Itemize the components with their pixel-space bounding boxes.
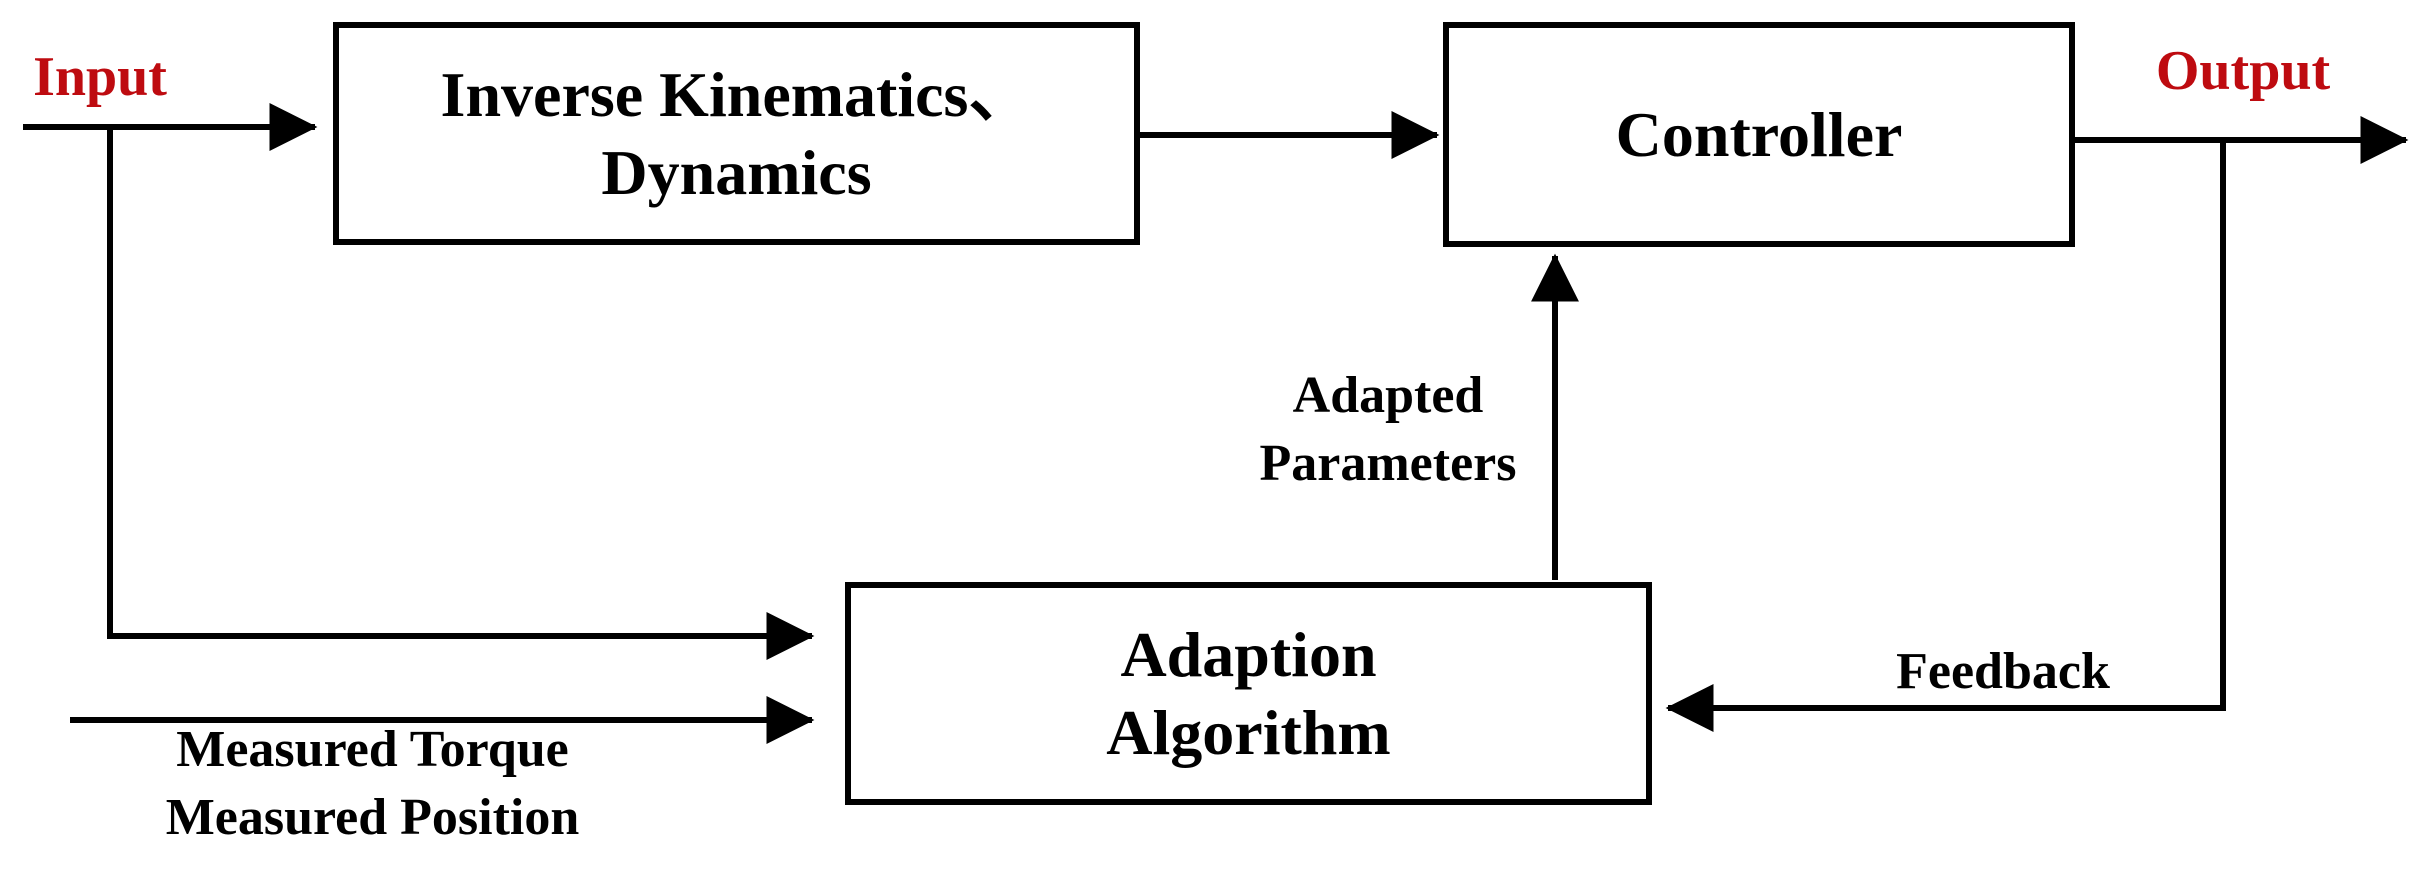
block-inverse-kinematics-line2: Dynamics <box>601 136 872 208</box>
output-label: Output <box>2155 40 2331 102</box>
measured-position-label: Measured Position <box>165 789 580 846</box>
adapted-parameters-label: Adapted Parameters <box>1230 362 1546 498</box>
block-adaption-line2: Algorithm <box>1106 696 1391 768</box>
block-adaption-algorithm: Adaption Algorithm <box>845 582 1652 805</box>
input-label: Input <box>33 46 167 108</box>
block-inverse-kinematics-dynamics: Inverse Kinematics、 Dynamics <box>333 22 1140 245</box>
measured-torque-label: Measured Torque <box>176 721 569 778</box>
feedback-label: Feedback <box>1896 643 2110 700</box>
adapted-parameters-line1: Adapted <box>1292 367 1484 424</box>
block-inverse-kinematics-line1: Inverse Kinematics、 <box>440 58 1033 130</box>
connector-feedback-to-adaption <box>1665 140 2226 732</box>
connector-input-branch-to-adaption <box>107 127 815 660</box>
adapted-parameters-line2: Parameters <box>1259 435 1517 492</box>
block-controller: Controller <box>1443 22 2075 247</box>
block-adaption-line1: Adaption <box>1120 618 1377 690</box>
block-controller-label: Controller <box>1615 98 1903 170</box>
measured-signals-label: Measured Torque Measured Position <box>155 716 590 852</box>
